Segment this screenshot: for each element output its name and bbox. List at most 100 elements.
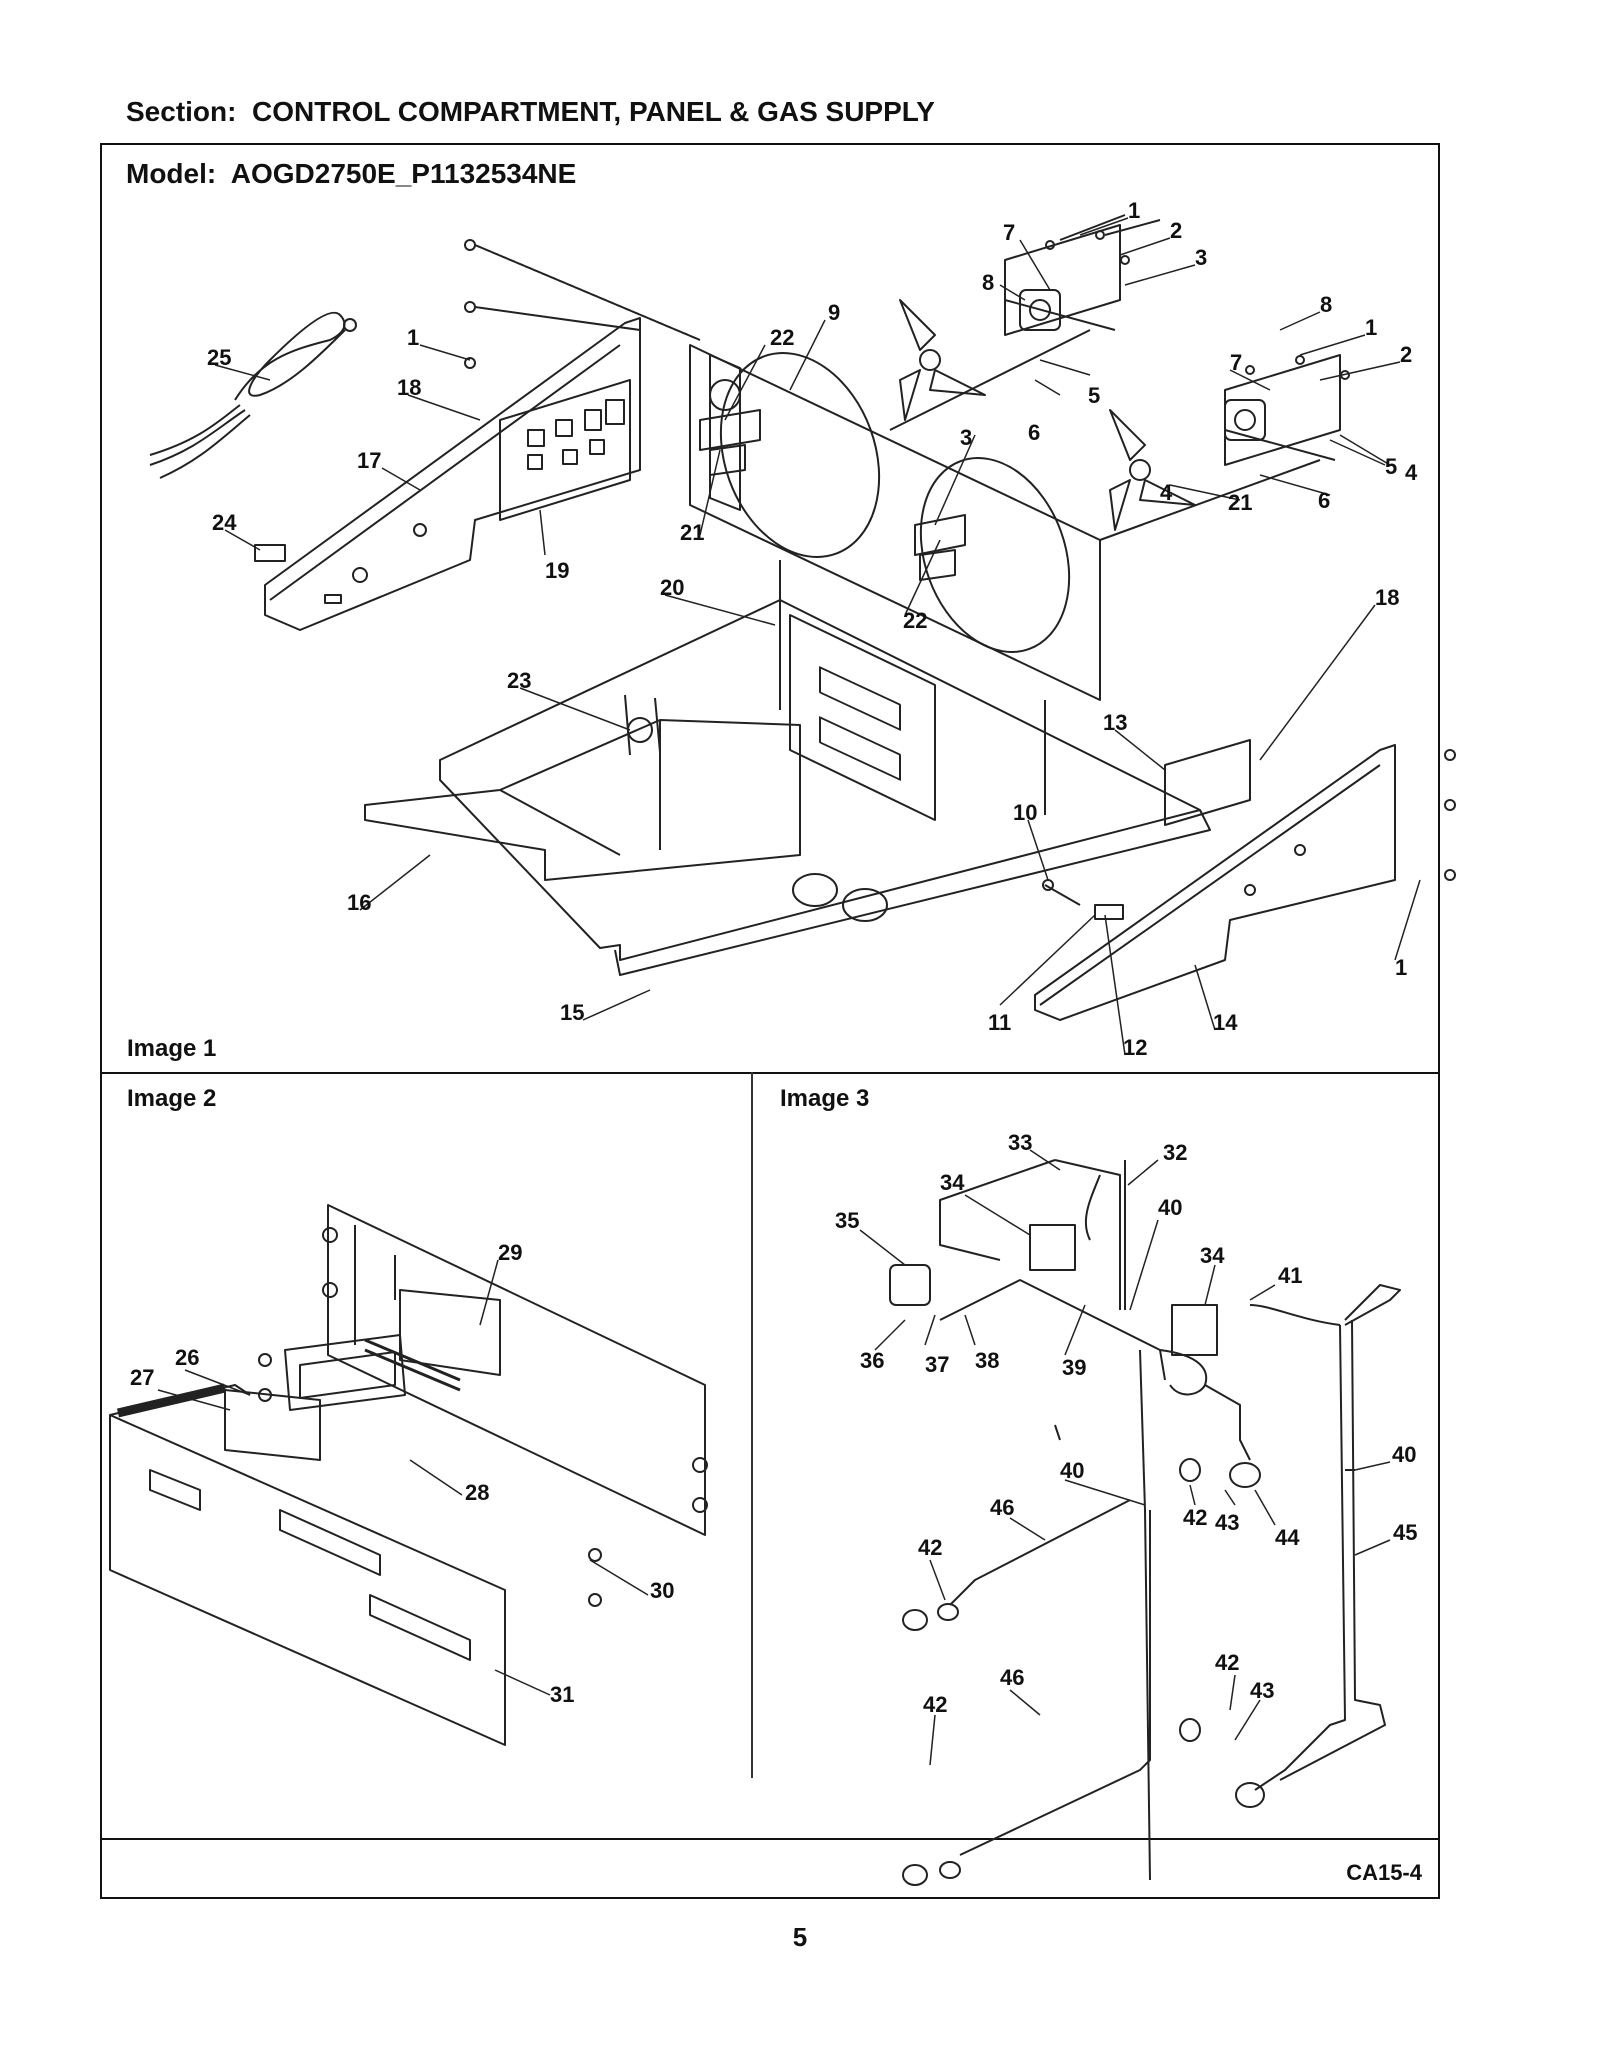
callout-29: 29	[498, 1240, 522, 1265]
board-13	[1164, 739, 1251, 826]
diagram-frame	[100, 143, 1440, 1899]
callout-28: 28	[465, 1480, 489, 1505]
left-side-bracket	[264, 317, 641, 631]
callout-42: 42	[918, 1535, 942, 1560]
section-value: CONTROL COMPARTMENT, PANEL & GAS SUPPLY	[252, 96, 935, 127]
model-title: Model: AOGD2750E_P1132534NE	[126, 158, 576, 190]
callout-2: 2	[1400, 342, 1412, 367]
callout-42: 42	[1183, 1505, 1207, 1530]
callout-20: 20	[660, 575, 684, 600]
callout-18: 18	[1375, 585, 1399, 610]
image1-label: Image 1	[127, 1035, 217, 1062]
callout-46: 46	[990, 1495, 1014, 1520]
callout-19: 19	[545, 558, 569, 583]
callout-3: 3	[1195, 245, 1207, 270]
callout-43: 43	[1215, 1510, 1239, 1535]
callout-34: 34	[940, 1170, 965, 1195]
callout-44: 44	[1275, 1525, 1300, 1550]
model-label: Model:	[126, 158, 217, 189]
upper-motor-assembly	[899, 214, 1161, 421]
model-value: AOGD2750E_P1132534NE	[230, 158, 577, 189]
callout-12: 12	[1123, 1035, 1147, 1060]
callouts-image2: 26 27 29 28 30 31	[130, 1240, 674, 1707]
callout-16: 16	[347, 890, 371, 915]
callout-27: 27	[130, 1365, 154, 1390]
base-plate	[439, 599, 1211, 976]
divider-footer	[100, 1838, 1440, 1840]
section-title: Section: CONTROL COMPARTMENT, PANEL & GA…	[126, 96, 935, 128]
callout-8: 8	[982, 270, 994, 295]
callout-21: 21	[680, 520, 704, 545]
callout-6: 6	[1318, 488, 1330, 513]
callout-18: 18	[397, 375, 421, 400]
callout-13: 13	[1103, 710, 1127, 735]
callout-7: 7	[1230, 350, 1242, 375]
callout-26: 26	[175, 1345, 199, 1370]
callout-1: 1	[407, 325, 419, 350]
callout-34: 34	[1200, 1243, 1225, 1268]
callout-31: 31	[550, 1682, 574, 1707]
control-board	[499, 379, 631, 521]
callout-1: 1	[1365, 315, 1377, 340]
callout-8: 8	[1320, 292, 1332, 317]
callout-43: 43	[1250, 1678, 1274, 1703]
page-number: 5	[792, 1922, 808, 1952]
callout-40: 40	[1060, 1458, 1084, 1483]
callout-42: 42	[923, 1692, 947, 1717]
divider-image2-3	[751, 1072, 753, 1778]
right-side-bracket	[1034, 744, 1456, 1021]
callout-3: 3	[960, 425, 972, 450]
callout-30: 30	[650, 1578, 674, 1603]
callout-24: 24	[212, 510, 237, 535]
callout-2: 2	[1170, 218, 1182, 243]
callout-1: 1	[1128, 198, 1140, 223]
callout-45: 45	[1393, 1520, 1417, 1545]
callout-38: 38	[975, 1348, 999, 1373]
divider-image1	[100, 1072, 1440, 1074]
callout-1: 1	[1395, 955, 1407, 980]
callout-46: 46	[1000, 1665, 1024, 1690]
callout-39: 39	[1062, 1355, 1086, 1380]
callout-17: 17	[357, 448, 381, 473]
part-24	[254, 544, 286, 562]
callout-41: 41	[1278, 1263, 1302, 1288]
screws-top-left	[464, 239, 701, 369]
callout-5: 5	[1088, 383, 1100, 408]
callouts-image1: 1237892225118172419212023161510111213141…	[207, 198, 1418, 1060]
image2-label: Image 2	[127, 1085, 217, 1112]
lower-motor-assembly	[1109, 354, 1350, 531]
fan-panel	[689, 344, 1101, 701]
callout-15: 15	[560, 1000, 584, 1025]
callout-25: 25	[207, 345, 231, 370]
callout-5: 5	[1385, 454, 1397, 479]
callout-36: 36	[860, 1348, 884, 1373]
callout-10: 10	[1013, 800, 1037, 825]
callout-7: 7	[1003, 220, 1015, 245]
diagram-code: CA15-4	[1346, 1860, 1422, 1885]
section-label: Section:	[126, 96, 237, 127]
control-panel-assembly	[109, 1204, 708, 1746]
callout-4: 4	[1160, 480, 1173, 505]
callout-40: 40	[1392, 1442, 1416, 1467]
thermostat	[624, 694, 661, 756]
partition-plate	[789, 614, 936, 821]
callout-37: 37	[925, 1352, 949, 1377]
gas-supply-assembly	[889, 1159, 1401, 1886]
air-duct	[364, 719, 801, 881]
callout-4: 4	[1405, 460, 1418, 485]
callout-40: 40	[1158, 1195, 1182, 1220]
callout-42: 42	[1215, 1650, 1239, 1675]
callout-9: 9	[828, 300, 840, 325]
callout-33: 33	[1008, 1130, 1032, 1155]
callout-11: 11	[988, 1010, 1011, 1035]
callout-22: 22	[770, 325, 794, 350]
callout-6: 6	[1028, 420, 1040, 445]
callout-14: 14	[1213, 1010, 1238, 1035]
callout-32: 32	[1163, 1140, 1187, 1165]
callout-22: 22	[903, 608, 927, 633]
leader-lines	[214, 217, 1421, 1056]
latch-parts	[1042, 879, 1124, 920]
power-cord	[149, 311, 357, 479]
